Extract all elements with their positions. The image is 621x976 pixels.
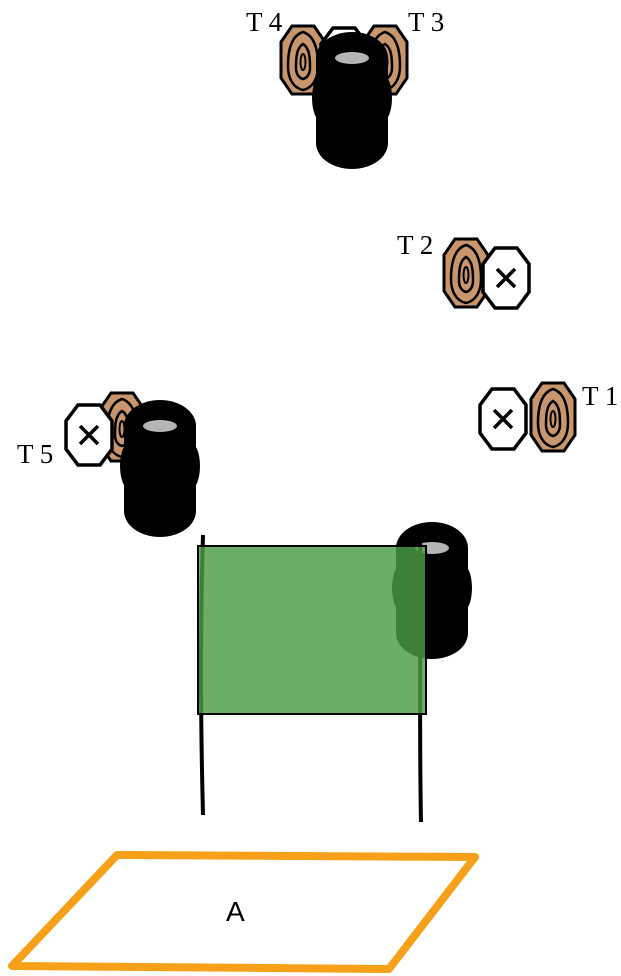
label-t2: T 2	[397, 230, 433, 260]
shooting-box-label: A	[226, 896, 245, 927]
barrier-wall	[197, 545, 427, 715]
label-t4: T 4	[246, 7, 283, 37]
label-t3: T 3	[408, 7, 444, 37]
label-t1: T 1	[582, 381, 618, 411]
barrel-top	[312, 32, 392, 169]
no-shoot-t5	[64, 403, 114, 467]
barrel-left	[120, 400, 200, 537]
no-shoot-t1	[478, 387, 528, 451]
shooting-box-a	[8, 851, 479, 973]
label-t5: T 5	[17, 439, 53, 469]
target-t1	[529, 381, 577, 453]
no-shoot-t2	[481, 246, 531, 310]
